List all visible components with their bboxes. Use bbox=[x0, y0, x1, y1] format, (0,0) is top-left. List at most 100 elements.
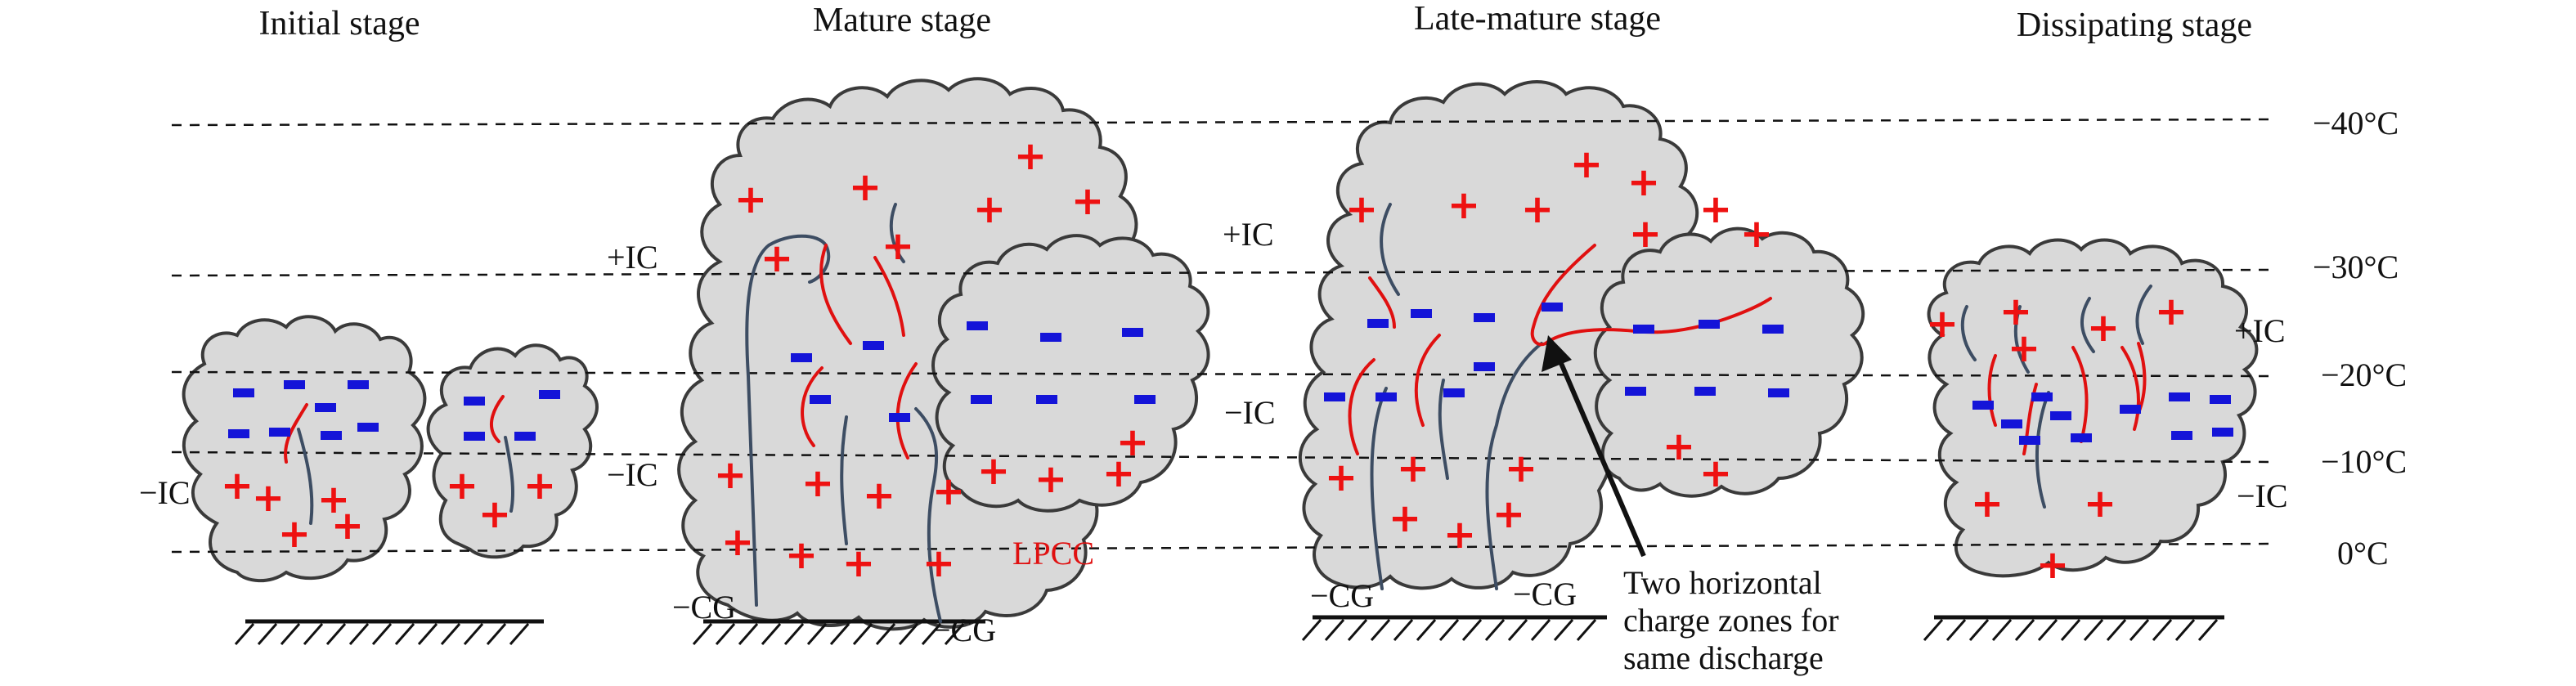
negative-charge bbox=[1122, 328, 1143, 337]
negative-charge bbox=[269, 428, 290, 437]
cloud-late-anvil bbox=[1593, 226, 1865, 498]
discharge-channel-red bbox=[1414, 334, 1441, 427]
isotherm-line-zero bbox=[171, 542, 2274, 554]
discharge-channel-red bbox=[2071, 346, 2089, 443]
temperature-label-minus10: −10°C bbox=[2321, 443, 2407, 480]
negative-charge bbox=[2031, 392, 2053, 401]
positive-charge: + bbox=[1505, 446, 1537, 491]
positive-charge: + bbox=[1570, 141, 1603, 187]
positive-charge: + bbox=[1389, 495, 1421, 541]
positive-charge: + bbox=[2155, 289, 2188, 334]
discharge-channel-red bbox=[895, 362, 918, 460]
positive-charge: + bbox=[523, 463, 556, 509]
positive-charge: + bbox=[842, 540, 875, 586]
positive-charge: + bbox=[317, 477, 350, 522]
cloud-dissipating bbox=[1927, 238, 2259, 578]
negative-charge bbox=[971, 395, 992, 404]
ground-dissipating bbox=[1923, 615, 2224, 641]
ground-late-mature bbox=[1301, 615, 1607, 641]
discharge-channel-dark bbox=[297, 428, 314, 525]
negative-charge bbox=[228, 429, 249, 438]
label-mature-neg-cg-right: −CG bbox=[932, 612, 996, 648]
positive-charge: + bbox=[2087, 305, 2120, 351]
cloud-mature-anvil bbox=[931, 234, 1210, 513]
positive-charge: + bbox=[1663, 424, 1695, 469]
positive-charge: + bbox=[478, 491, 511, 537]
positive-charge: + bbox=[446, 463, 478, 509]
discharge-channel-red bbox=[284, 403, 308, 464]
discharge-channel-dark bbox=[504, 436, 515, 513]
discharge-channel-dark bbox=[1960, 305, 1977, 361]
negative-charge bbox=[315, 403, 336, 412]
positive-charge: + bbox=[1629, 211, 1662, 257]
negative-charge bbox=[1633, 325, 1654, 334]
negative-charge bbox=[1036, 395, 1057, 404]
positive-charge: + bbox=[278, 511, 311, 557]
negative-charge bbox=[810, 395, 831, 404]
discharge-channel-dark bbox=[745, 234, 831, 607]
positive-charge: + bbox=[1699, 186, 1732, 232]
positive-charge: + bbox=[932, 469, 965, 514]
negative-charge bbox=[1474, 313, 1495, 322]
isotherm-line-minus20 bbox=[171, 370, 2274, 378]
positive-charge: + bbox=[761, 235, 793, 281]
negative-charge bbox=[2169, 392, 2190, 401]
discharge-channel-red bbox=[2120, 346, 2140, 431]
discharge-channel-dark bbox=[1370, 387, 1388, 590]
discharge-channel-red bbox=[1368, 276, 1396, 329]
negative-charge bbox=[2171, 431, 2192, 440]
label-diss-neg-ic: −IC bbox=[2237, 478, 2288, 514]
cloud-late-main bbox=[1298, 80, 1699, 590]
positive-charge: + bbox=[1492, 491, 1525, 537]
positive-charge: + bbox=[785, 532, 818, 578]
lpcc-label: LPCC bbox=[1012, 535, 1094, 572]
negative-charge bbox=[2212, 428, 2233, 437]
temperature-label-minus30: −30°C bbox=[2313, 249, 2399, 285]
positive-charge: + bbox=[1447, 182, 1480, 228]
label-diss-pos-ic: +IC bbox=[2234, 312, 2286, 349]
negative-charge bbox=[2050, 411, 2071, 420]
positive-charge: + bbox=[1325, 455, 1358, 500]
negative-charge bbox=[2120, 405, 2141, 414]
positive-charge: + bbox=[221, 463, 254, 509]
positive-charge: + bbox=[2008, 325, 2040, 371]
positive-charge: + bbox=[1397, 446, 1429, 491]
negative-charge bbox=[863, 341, 884, 350]
negative-charge bbox=[1699, 320, 1720, 329]
discharge-channel-red bbox=[819, 244, 852, 345]
positive-charge: + bbox=[1034, 456, 1067, 502]
negative-charge bbox=[1768, 388, 1789, 397]
positive-charge: + bbox=[2084, 481, 2116, 527]
negative-charge bbox=[967, 321, 988, 330]
stage-title-dissipating: Dissipating stage bbox=[2017, 7, 2252, 44]
label-mature-neg-cg-left: −CG bbox=[672, 589, 736, 625]
annotation-line-3: same discharge bbox=[1623, 639, 1824, 676]
discharge-channel-dark bbox=[914, 407, 942, 623]
negative-charge bbox=[1694, 387, 1716, 396]
stage-title-late-mature: Late-mature stage bbox=[1414, 0, 1661, 38]
discharge-channel-dark bbox=[1380, 203, 1400, 296]
positive-charge-group: ++++++++++++++++++++++++++++++++++++++++… bbox=[221, 133, 2188, 588]
discharge-channel-red bbox=[873, 256, 905, 337]
label-initial-neg-ic: −IC bbox=[139, 474, 191, 511]
discharge-channel-red bbox=[489, 395, 505, 443]
discharge-channel-dark bbox=[1438, 379, 1449, 480]
positive-charge: + bbox=[1521, 186, 1554, 232]
positive-charge: + bbox=[331, 503, 364, 549]
isotherm-line-minus30 bbox=[171, 268, 2274, 277]
positive-charge: + bbox=[2036, 542, 2069, 588]
label-mature-neg-ic: −IC bbox=[607, 456, 658, 493]
negative-charge bbox=[1324, 392, 1345, 401]
label-late-pos-ic: +IC bbox=[1223, 216, 1274, 253]
discharge-channel-dark bbox=[840, 415, 848, 545]
positive-charge: + bbox=[1699, 451, 1732, 496]
negative-charge bbox=[233, 388, 254, 397]
label-late-neg-cg-left: −CG bbox=[1310, 577, 1374, 614]
positive-charge: + bbox=[1071, 178, 1104, 224]
negative-charge bbox=[464, 397, 485, 406]
isotherm-line-minus10 bbox=[171, 451, 2274, 464]
label-late-neg-ic: −IC bbox=[1224, 394, 1276, 431]
negative-charge bbox=[1376, 392, 1397, 401]
positive-charge: + bbox=[1926, 301, 1959, 347]
